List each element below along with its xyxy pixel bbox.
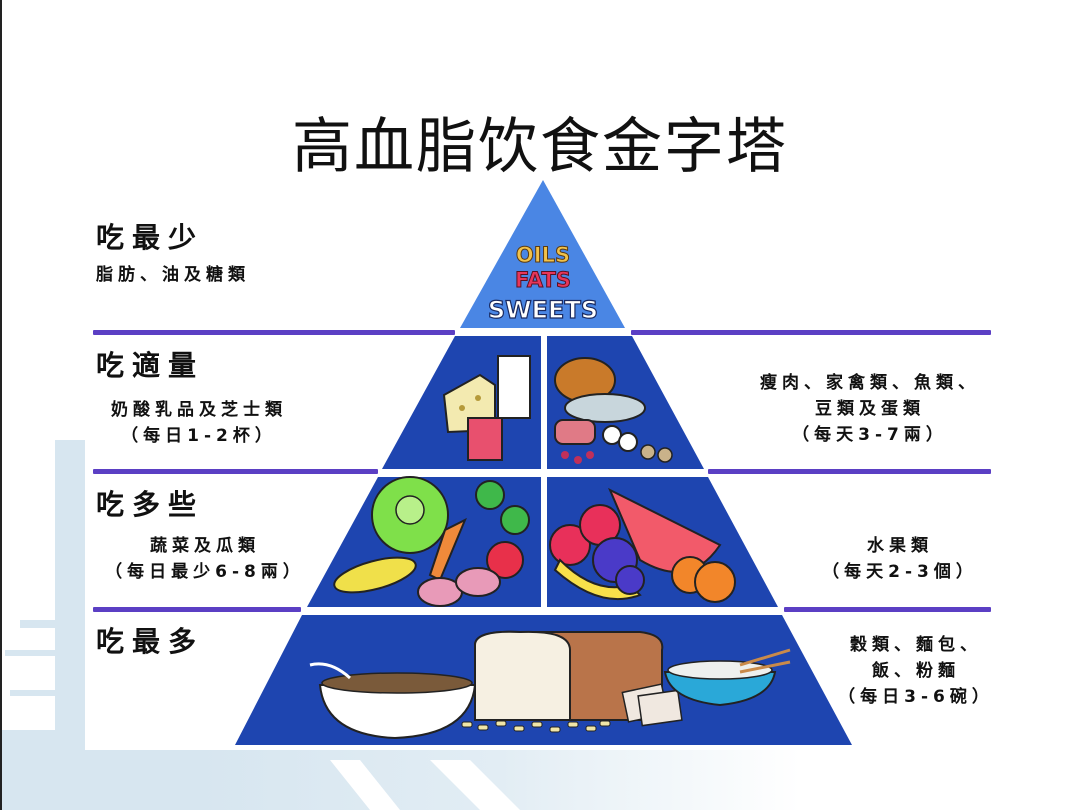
fruits-label: 水果類 — [867, 536, 933, 556]
page-title: 高血脂饮食金字塔 — [292, 112, 788, 183]
grains-amount: （每日3-6碗） — [838, 687, 994, 707]
meat-fish-eggs-icon — [554, 357, 673, 464]
divider-line-2-right — [708, 469, 991, 474]
tier-desc-moderate-left: 奶酸乳品及芝士類 （每日1-2杯） — [84, 397, 314, 449]
tier-desc-most-right: 穀類、麵包、 飯、粉麵 （每日3-6碗） — [826, 632, 1006, 710]
pyramid-tier-more — [307, 476, 778, 607]
pyramid-tier-most — [235, 615, 852, 745]
vegetables-label: 蔬菜及瓜類 — [150, 536, 260, 556]
dairy-icon — [442, 355, 531, 461]
vegetables-amount: （每日最少6-8兩） — [105, 562, 305, 582]
protein-amount: （每天3-7兩） — [792, 425, 948, 445]
fruits-amount: （每天2-3個） — [822, 562, 978, 582]
tier-desc-more-right: 水果類 （每天2-3個） — [800, 533, 1000, 585]
vegetables-icon — [333, 476, 530, 607]
tier-heading-moderate: 吃適量 — [96, 349, 205, 382]
oils-label: OILS — [516, 243, 570, 267]
fruits-icon — [549, 487, 736, 603]
sweets-label: SWEETS — [488, 296, 598, 324]
divider-line-1-left — [93, 330, 455, 335]
pyramid-tier-moderate — [382, 336, 704, 469]
grains-label-line1: 穀類、麵包、 — [850, 635, 982, 655]
divider-line-2-left — [93, 469, 378, 474]
tier-desc-moderate-right: 瘦肉、家禽類、魚類、 豆類及蛋類 （每天3-7兩） — [720, 370, 1020, 448]
protein-label-line2: 豆類及蛋類 — [815, 399, 925, 419]
fats-label: FATS — [515, 268, 571, 292]
tier-heading-more: 吃多些 — [96, 488, 205, 521]
dairy-amount: （每日1-2杯） — [121, 426, 277, 446]
dairy-label: 奶酸乳品及芝士類 — [111, 400, 287, 420]
tier-desc-more-left: 蔬菜及瓜類 （每日最少6-8兩） — [80, 533, 330, 585]
tier-heading-least: 吃最少 — [96, 221, 205, 254]
divider-line-3-right — [784, 607, 991, 612]
slide-left-border — [0, 0, 2, 810]
divider-line-3-left — [93, 607, 301, 612]
divider-line-1-right — [631, 330, 991, 335]
tier-heading-most: 吃最多 — [96, 625, 205, 658]
pyramid-tier-top: OILS FATS SWEETS — [460, 180, 625, 328]
grains-bread-rice-icon — [309, 630, 791, 740]
protein-label-line1: 瘦肉、家禽類、魚類、 — [760, 373, 980, 393]
grains-label-line2: 飯、粉麵 — [872, 661, 960, 681]
tier-desc-least-left: 脂肪、油及糖類 — [96, 265, 250, 285]
